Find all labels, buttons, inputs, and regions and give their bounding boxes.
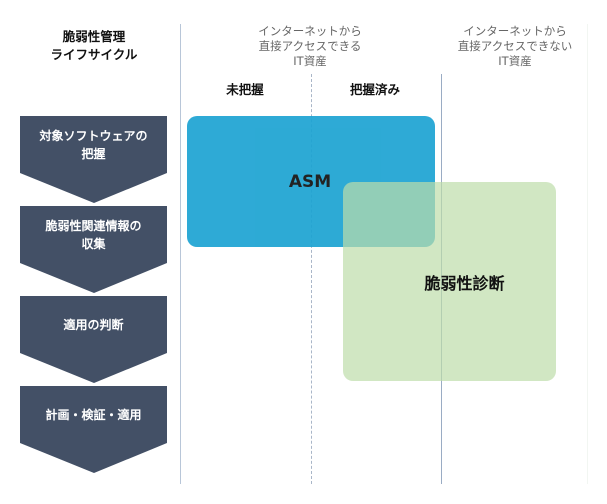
column-header-line: インターネットから: [463, 24, 567, 38]
column-header-not-accessible: インターネットから 直接アクセスできない IT資産: [440, 24, 590, 69]
divider-subcolumn-dashed: [311, 74, 312, 484]
step-label: 脆弱性関連情報の: [45, 219, 142, 233]
lifecycle-title-line2: ライフサイクル: [50, 47, 138, 62]
column-header-line: 直接アクセスできない: [457, 39, 573, 53]
subcolumn-known: 把握済み: [349, 82, 400, 97]
asm-label: ASM: [288, 171, 332, 192]
subcolumn-unknown: 未把握: [226, 82, 264, 97]
chevron-shape: [20, 386, 167, 473]
step-chevron: 適用の判断: [20, 296, 167, 384]
chevron-shape: [20, 296, 167, 383]
step-chevron: 計画・検証・適用: [20, 386, 167, 474]
column-header-line: 直接アクセスできる: [258, 39, 362, 53]
chevron-shape: [20, 206, 167, 293]
step-chevron: 脆弱性関連情報の収集: [20, 206, 167, 294]
column-header-line: インターネットから: [258, 24, 362, 38]
step-label: 計画・検証・適用: [45, 408, 142, 422]
step-label: 対象ソフトウェアの: [39, 129, 148, 143]
column-header-line: IT資産: [498, 54, 532, 68]
step-label: 適用の判断: [63, 318, 124, 332]
step-label: 収集: [81, 237, 106, 251]
column-header-accessible: インターネットから 直接アクセスできる IT資産: [215, 24, 405, 69]
column-header-line: IT資産: [293, 54, 327, 68]
vulnerability-assessment-label: 脆弱性診断: [424, 273, 505, 293]
lifecycle-title-line1: 脆弱性管理: [62, 29, 126, 44]
step-label: 把握: [81, 147, 106, 161]
vulnerability-assessment-region: 脆弱性診断: [343, 182, 556, 381]
lifecycle-title: 脆弱性管理 ライフサイクル: [20, 28, 168, 64]
divider-left: [180, 24, 181, 484]
chevron-shape: [20, 116, 167, 203]
divider-right: [587, 24, 588, 484]
step-chevron: 対象ソフトウェアの把握: [20, 116, 167, 204]
